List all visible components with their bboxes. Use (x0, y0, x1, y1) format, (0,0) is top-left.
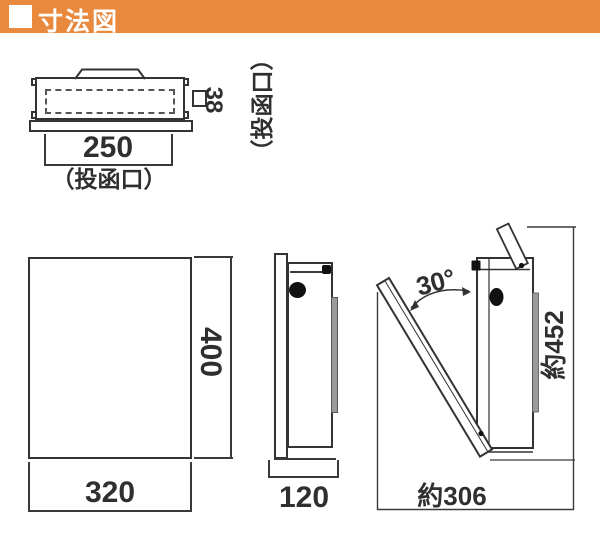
top-view-base-plate (29, 120, 193, 132)
extension-line (171, 134, 173, 166)
extension-line (194, 256, 233, 258)
dimension-line (268, 476, 339, 478)
top-view-slot-dashed-outline (45, 89, 175, 114)
section-marker-icon (9, 5, 32, 28)
top-view-corner-tab (183, 78, 189, 86)
arrowhead-icon (410, 300, 419, 311)
dimension-line (44, 164, 173, 166)
open-view-body (476, 257, 534, 449)
side-view-mount-plate (331, 297, 338, 413)
dim-slot-width: 250 (82, 131, 134, 164)
dial-knob-icon (289, 282, 306, 298)
open-view-mount-plate (532, 292, 539, 413)
open-view-door-inner-line (384, 280, 489, 453)
extension-line (194, 457, 233, 459)
top-view-corner-tab (183, 111, 189, 119)
hinge-pin-icon (322, 265, 331, 274)
section-header: 寸法図 (0, 0, 600, 36)
extension-line (337, 460, 339, 478)
front-view-body (28, 257, 192, 459)
page-title: 寸法図 (38, 8, 120, 36)
top-view-side-tab (192, 90, 207, 107)
top-view-corner-tab (31, 111, 37, 119)
hinge-pivot-icon (471, 260, 481, 271)
dim-body-width: 320 (84, 476, 136, 509)
dial-knob-icon (489, 288, 504, 306)
side-view-bottom-edge (274, 458, 336, 460)
dim-open-total-height: 約452 (539, 310, 569, 379)
arrowhead-icon (462, 287, 471, 296)
extension-line (190, 462, 192, 512)
dim-open-depth: 約306 (417, 481, 486, 511)
dim-open-angle: 30° (413, 262, 459, 301)
dim-slot-width-label: （投函口） (51, 166, 167, 192)
dimension-line (230, 256, 232, 459)
dim-body-depth: 120 (278, 481, 330, 514)
flap-pivot-icon (518, 262, 525, 269)
extension-line (28, 462, 30, 512)
extension-line (44, 134, 46, 166)
dimension-line (28, 510, 192, 512)
extension-line (268, 460, 270, 478)
top-view-corner-tab (31, 78, 37, 86)
top-view-lid-tab (74, 68, 146, 80)
side-view-top-edge (290, 271, 331, 273)
door-pivot-icon (478, 430, 484, 437)
